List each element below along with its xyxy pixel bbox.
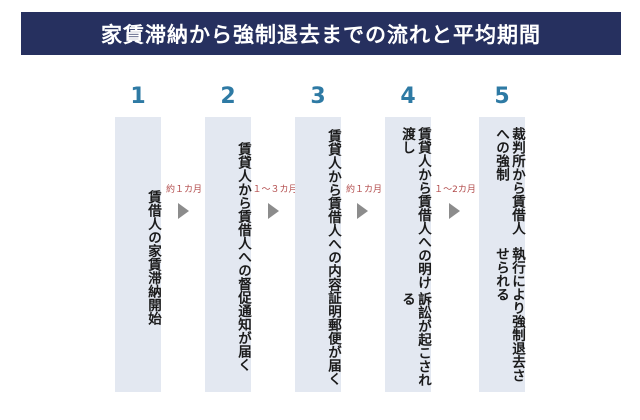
step-text: 賃貸人から賃借人への明け渡し 訴訟が起こされる bbox=[385, 127, 431, 387]
step-box: 賃貸人から賃借人への督促通知が届く bbox=[205, 117, 251, 392]
step-text-line: 訴訟が起こされる bbox=[399, 292, 431, 387]
step-text: 賃貸人から賃借人への内容証明郵便が届く bbox=[325, 128, 341, 386]
step-text: 裁判所から賃借人への強制 執行により強制退去させられる bbox=[479, 127, 525, 387]
step-box: 賃借人の家賃滞納開始 bbox=[115, 117, 161, 392]
interval-label-2: １～３カ月 bbox=[252, 185, 298, 195]
step-text-line: 賃貸人から賃借人への明け渡し bbox=[399, 127, 431, 289]
step-number: 1 bbox=[130, 84, 146, 109]
arrow-right-icon bbox=[178, 203, 189, 219]
step-number: 3 bbox=[310, 84, 326, 109]
flow-step-3: 3 賃貸人から賃借人への内容証明郵便が届く bbox=[278, 84, 358, 394]
step-text: 賃借人の家賃滞納開始 bbox=[145, 189, 161, 325]
interval-label-1: 約１カ月 bbox=[165, 185, 202, 195]
arrow-right-icon bbox=[268, 203, 279, 219]
step-box: 賃貸人から賃借人への内容証明郵便が届く bbox=[295, 117, 341, 392]
step-text-line: 執行により強制退去させられる bbox=[493, 247, 525, 382]
step-text: 賃貸人から賃借人への督促通知が届く bbox=[235, 142, 251, 372]
interval-label-3: 約１カ月 bbox=[345, 185, 382, 195]
arrow-right-icon bbox=[357, 203, 368, 219]
step-text-line: 裁判所から賃借人への強制 bbox=[493, 127, 525, 235]
step-number: 5 bbox=[494, 84, 510, 109]
flow-step-1: 1 賃借人の家賃滞納開始 bbox=[98, 84, 178, 394]
step-number: 4 bbox=[400, 84, 416, 109]
flow-step-4: 4 賃貸人から賃借人への明け渡し 訴訟が起こされる bbox=[368, 84, 448, 394]
step-box: 賃貸人から賃借人への明け渡し 訴訟が起こされる bbox=[385, 117, 431, 392]
step-box: 裁判所から賃借人への強制 執行により強制退去させられる bbox=[479, 117, 525, 392]
page-title: 家賃滞納から強制退去までの流れと平均期間 bbox=[21, 12, 621, 55]
flow-step-5: 5 裁判所から賃借人への強制 執行により強制退去させられる bbox=[462, 84, 542, 394]
interval-label-4: １～2カ月 bbox=[434, 185, 476, 195]
arrow-right-icon bbox=[449, 203, 460, 219]
step-number: 2 bbox=[220, 84, 236, 109]
flow-step-2: 2 賃貸人から賃借人への督促通知が届く bbox=[188, 84, 268, 394]
